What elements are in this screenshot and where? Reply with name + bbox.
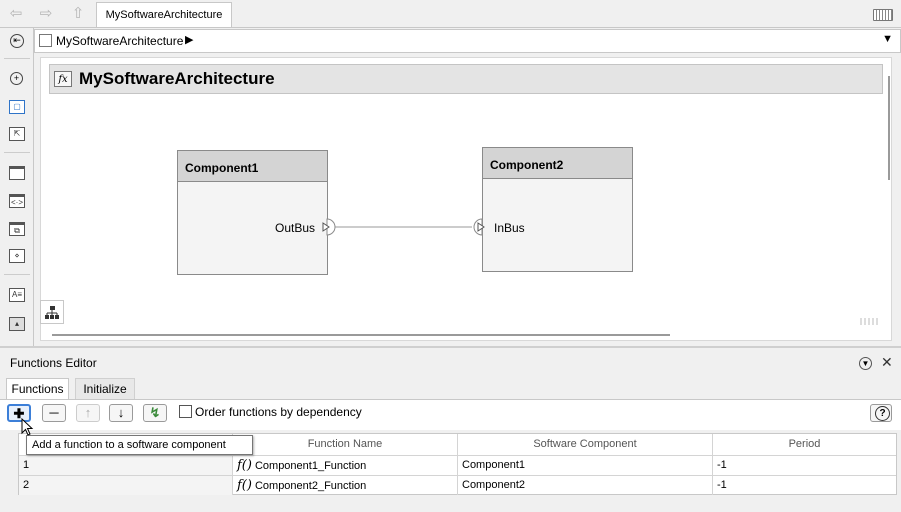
function-name: Component1_Function	[254, 460, 367, 472]
function-name-cell[interactable]: f()Component2_Function	[233, 475, 458, 495]
address-bar[interactable]: MySoftwareArchitecture ▶ ▼	[34, 29, 901, 53]
function-model-icon: fx	[54, 71, 72, 87]
tab-functions[interactable]: Functions	[6, 378, 69, 399]
column-header-function-name[interactable]: Function Name	[233, 434, 458, 455]
hierarchy-icon[interactable]	[40, 300, 64, 324]
back-arrow-icon[interactable]: ⇦	[9, 5, 23, 22]
import-functions-button[interactable]: ↯	[143, 404, 167, 422]
port-label: InBus	[494, 221, 525, 235]
port-label: OutBus	[275, 221, 316, 235]
up-arrow-icon[interactable]: ⇧	[71, 5, 85, 22]
period-cell[interactable]: -1	[713, 455, 896, 475]
import-layers-icon: ↯	[149, 405, 161, 420]
add-function-button[interactable]: ✚	[7, 404, 31, 422]
fit-to-view-icon[interactable]: ▢	[9, 100, 25, 114]
plus-icon: ✚	[13, 406, 25, 421]
tool-palette: ⇤ + ▢ ⇱ <·> ⧉ ⋄ A≡ ▴	[0, 28, 34, 348]
resize-grip-icon[interactable]	[860, 318, 880, 325]
function-icon: f()	[237, 478, 252, 493]
minus-icon: ─	[49, 405, 59, 420]
period-cell[interactable]: -1	[713, 475, 896, 495]
column-header-software-component[interactable]: Software Component	[458, 434, 713, 455]
component-name: Component2	[483, 148, 632, 179]
move-down-button[interactable]: ↓	[109, 404, 133, 422]
close-icon[interactable]: ✕	[881, 354, 893, 370]
column-header-period[interactable]: Period	[788, 438, 821, 450]
hide-show-browser-icon[interactable]: ⇤	[10, 34, 24, 48]
image-icon[interactable]: ▴	[9, 317, 25, 331]
help-button[interactable]: ?	[870, 404, 892, 422]
palette-divider	[4, 274, 30, 275]
software-component-cell[interactable]: Component1	[458, 455, 713, 475]
out-port-icon[interactable]	[326, 218, 336, 236]
component-block-1[interactable]: Component1 OutBus	[177, 150, 328, 275]
vertical-scrollbar[interactable]	[888, 76, 890, 180]
functions-toolbar	[0, 399, 901, 430]
zoom-100-icon[interactable]: ⇱	[9, 127, 25, 141]
architecture-model-icon	[39, 34, 52, 47]
in-port-arrow-icon	[477, 222, 485, 232]
model-canvas[interactable]: fx MySoftwareArchitecture Component1 Out…	[40, 57, 892, 341]
mouse-pointer-icon	[21, 418, 34, 436]
annotation-icon[interactable]: A≡	[9, 288, 25, 302]
component-name: Component1	[178, 151, 327, 182]
out-port-arrow-icon	[322, 222, 330, 232]
variant-component-icon[interactable]: <·>	[9, 194, 25, 208]
function-name: Component2_Function	[254, 480, 367, 492]
panel-title: Functions Editor	[10, 356, 97, 370]
page-title: MySoftwareArchitecture	[79, 69, 275, 88]
software-component-cell[interactable]: Component2	[458, 475, 713, 495]
add-function-tooltip: Add a function to a software component	[26, 435, 253, 455]
help-icon: ?	[875, 406, 890, 421]
reference-component-icon[interactable]: ⧉	[9, 222, 25, 236]
remove-function-button[interactable]: ─	[42, 404, 66, 422]
panel-divider[interactable]	[0, 346, 901, 348]
forward-arrow-icon[interactable]: ⇨	[39, 5, 53, 22]
row-index: 1	[19, 455, 233, 475]
panel-menu-icon[interactable]: ▼	[859, 357, 872, 370]
adapter-icon[interactable]: ⋄	[9, 249, 25, 263]
palette-divider	[4, 152, 30, 153]
move-up-button[interactable]: ↑	[76, 404, 100, 422]
document-tab[interactable]: MySoftwareArchitecture	[96, 2, 232, 27]
canvas-title-bar: fx MySoftwareArchitecture	[49, 64, 883, 94]
keyboard-icon[interactable]	[873, 9, 893, 21]
horizontal-scrollbar[interactable]	[52, 334, 670, 336]
function-name-cell[interactable]: f()Component1_Function	[233, 455, 458, 475]
breadcrumb[interactable]: MySoftwareArchitecture	[56, 34, 184, 48]
tab-initialize[interactable]: Initialize	[75, 378, 135, 399]
component-icon[interactable]	[9, 166, 25, 180]
function-icon: f()	[237, 458, 252, 473]
palette-divider	[4, 58, 30, 59]
zoom-in-icon[interactable]: +	[10, 72, 23, 85]
top-tab-bar: ⇦ ⇨ ⇧ MySoftwareArchitecture	[0, 0, 901, 28]
component-block-2[interactable]: Component2 InBus	[482, 147, 633, 272]
row-index: 2	[19, 475, 233, 495]
connector-layer	[322, 218, 485, 236]
breadcrumb-arrow-icon[interactable]: ▶	[185, 34, 194, 46]
move-down-icon: ↓	[117, 405, 125, 420]
order-by-dependency-label[interactable]: Order functions by dependency	[195, 405, 362, 419]
chevron-down-icon[interactable]: ▼	[882, 33, 893, 45]
order-by-dependency-checkbox[interactable]	[179, 405, 192, 418]
move-up-icon: ↑	[84, 405, 92, 420]
